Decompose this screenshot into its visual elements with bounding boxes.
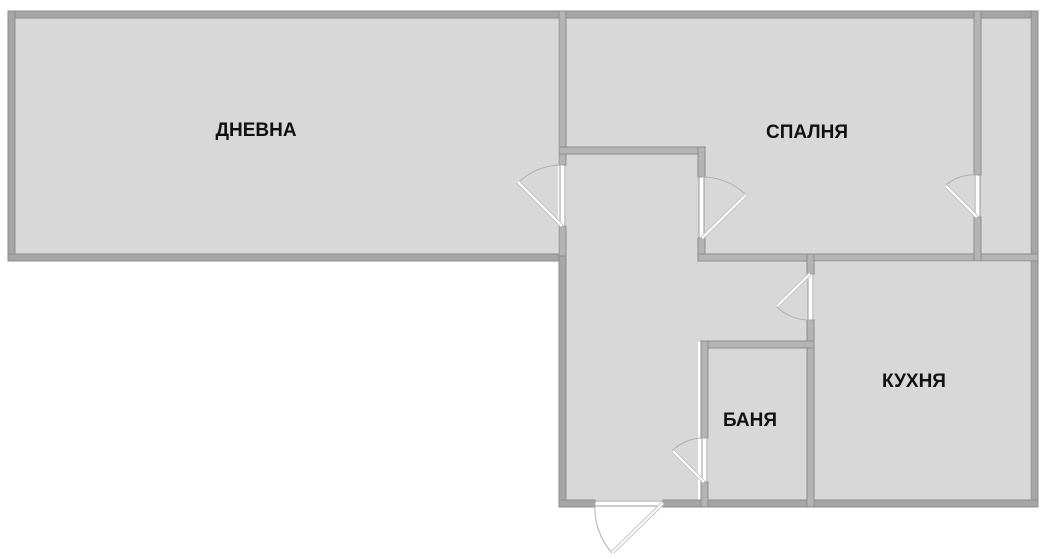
inner-walls xyxy=(558,10,1039,508)
door-gap-living xyxy=(559,164,566,227)
door-arc-bedroom xyxy=(701,176,748,197)
label-living-room: ДНЕВНА xyxy=(215,120,296,141)
label-bathroom: БАНЯ xyxy=(723,410,777,431)
wall-bedroom-hallway xyxy=(697,146,706,178)
door-entrance xyxy=(594,500,665,554)
floors xyxy=(14,18,1030,500)
wall-bottom-right xyxy=(662,499,1039,508)
kitchen-floor xyxy=(814,262,1030,500)
door-bedroom xyxy=(698,176,748,240)
door-leaf-entrance-edge xyxy=(612,502,664,553)
wall-top xyxy=(7,10,1038,19)
wall-bathroom-top xyxy=(700,340,815,349)
door-leaf-bedroom-edge xyxy=(701,194,747,239)
door-kitchen xyxy=(775,272,814,321)
bathroom-floor xyxy=(708,348,808,500)
wall-living-bottom xyxy=(7,253,566,262)
label-bedroom: СПАЛНЯ xyxy=(766,122,848,143)
door-leaf-kitchen-edge xyxy=(776,273,811,307)
wall-living-hallway-lower xyxy=(558,225,567,257)
door-bathroom xyxy=(671,437,708,484)
door-living-room xyxy=(516,164,566,228)
door-arc-living xyxy=(516,164,563,185)
wall-bathroom-left-bottom xyxy=(700,481,709,508)
wall-bottom-left xyxy=(558,499,596,508)
living-room-floor xyxy=(14,18,558,254)
hallway-floor xyxy=(566,154,698,500)
door-storage xyxy=(944,174,981,219)
door-leaf-living-edge xyxy=(517,181,563,227)
label-kitchen: КУХНЯ xyxy=(882,371,946,392)
wall-bedroom-storage-top xyxy=(973,10,982,176)
hallway-lower-floor xyxy=(698,260,808,342)
room-labels: ДНЕВНА СПАЛНЯ КУХНЯ БАНЯ xyxy=(215,120,946,431)
wall-kitchen-left-top xyxy=(806,253,815,275)
wall-bedroom-bottom xyxy=(697,253,1039,262)
storage-floor xyxy=(980,18,1030,254)
door-leaf-storage-edge xyxy=(945,185,978,218)
wall-living-bedroom xyxy=(558,10,567,166)
doors xyxy=(516,164,981,554)
door-arc-storage xyxy=(945,174,978,186)
door-arc-bathroom xyxy=(671,437,705,452)
door-leaf-bathroom-edge xyxy=(672,450,705,483)
door-arc-kitchen xyxy=(776,306,811,321)
door-arc-entrance xyxy=(594,502,613,554)
wall-left xyxy=(7,10,16,262)
wall-bathroom-left-top xyxy=(700,340,709,439)
door-gap-kitchen xyxy=(807,273,814,321)
wall-hallway-top xyxy=(558,146,706,155)
door-gap-entrance xyxy=(594,500,664,507)
door-gap-storage xyxy=(974,174,981,218)
door-gap-bedroom xyxy=(698,176,705,239)
door-gap-bathroom xyxy=(701,437,708,483)
wall-hallway-left xyxy=(558,253,567,508)
wall-bedroom-storage-bottom xyxy=(973,216,982,262)
